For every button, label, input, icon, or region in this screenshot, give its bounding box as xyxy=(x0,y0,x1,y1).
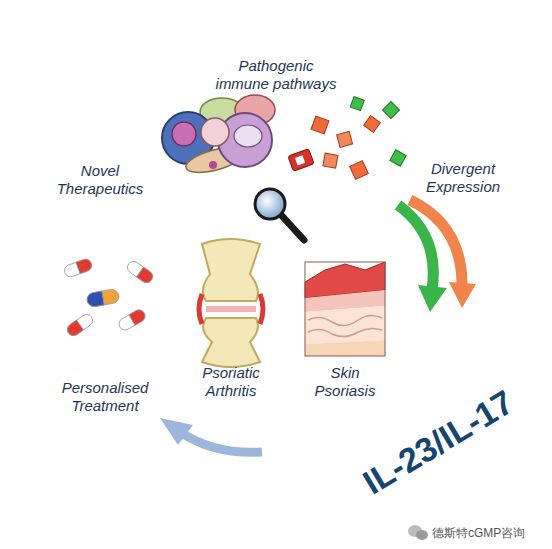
theme-label: Personalised Treatment xyxy=(50,379,160,415)
pathway-title: IL-23/IL-17 xyxy=(353,380,524,503)
divergent-arrows xyxy=(398,200,476,312)
cytokines xyxy=(288,97,406,180)
cycle-arrow xyxy=(160,418,262,452)
theme-label: Novel Therapeutics xyxy=(48,162,153,198)
theme-label: Psoriatic Arthritis xyxy=(190,364,272,400)
watermark: 德斯特cGMP咨询 xyxy=(432,525,525,542)
skin-section xyxy=(305,262,385,356)
pills xyxy=(63,258,155,338)
theme-label: Skin Psoriasis xyxy=(307,364,383,400)
inner-circle: Psoriatic Arthritis Skin Psoriasis xyxy=(135,170,431,466)
wechat-icon xyxy=(408,525,428,540)
magnifier xyxy=(255,189,304,240)
joint xyxy=(199,239,263,367)
theme-label: Pathogenic immune pathways xyxy=(214,57,339,93)
circle-outline xyxy=(135,170,431,466)
immune-cells xyxy=(162,95,275,177)
theme-label: Divergent Expression xyxy=(416,160,511,196)
